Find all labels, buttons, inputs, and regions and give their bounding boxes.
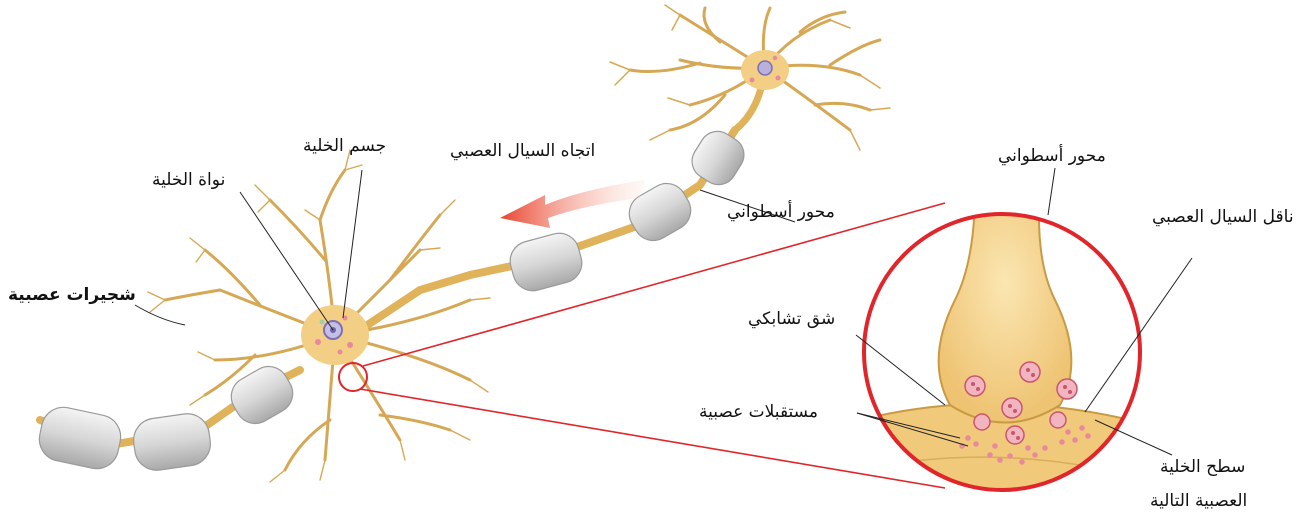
label-neurotransmitter: ناقل السيال العصبي xyxy=(1152,208,1294,228)
zoom-connector-lines xyxy=(360,203,945,488)
label-next-cell-surface-line1: سطح الخلية xyxy=(1160,458,1245,478)
label-axon-main: محور أسطواني xyxy=(727,203,835,223)
upper-nucleus xyxy=(758,61,772,75)
label-cell-body: جسم الخلية xyxy=(303,137,386,157)
label-synaptic-cleft: شق تشابكي xyxy=(748,310,835,330)
label-dendrites: شجيرات عصبية xyxy=(8,286,136,306)
label-axon-inset: محور أسطواني xyxy=(998,147,1106,167)
label-receptors: مستقبلات عصبية xyxy=(699,403,818,423)
impulse-direction-arrow xyxy=(500,180,645,228)
synapse-zoom-inset xyxy=(860,190,1150,500)
label-next-cell-surface-line2: العصبية التالية xyxy=(1150,492,1247,512)
label-cell-nucleus: نواة الخلية xyxy=(152,171,225,191)
label-impulse-direction: اتجاه السيال العصبي xyxy=(450,142,595,162)
lower-myelin-sheaths xyxy=(35,359,300,473)
